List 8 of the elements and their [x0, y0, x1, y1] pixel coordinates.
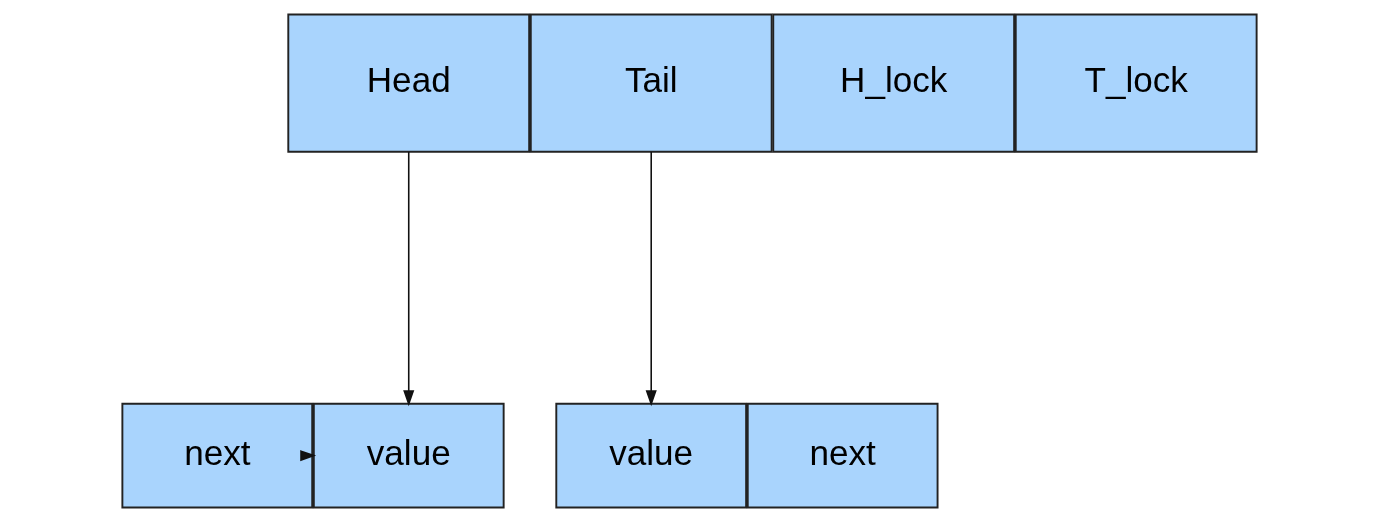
node-box: Tail	[529, 13, 773, 153]
node-box: T_lock	[1014, 13, 1258, 153]
arrow	[645, 151, 657, 407]
node-box: Head	[287, 13, 531, 153]
arrow	[403, 151, 415, 407]
node-box: value	[555, 402, 748, 509]
node-box: next	[746, 402, 939, 509]
node-box: H_lock	[772, 13, 1016, 153]
